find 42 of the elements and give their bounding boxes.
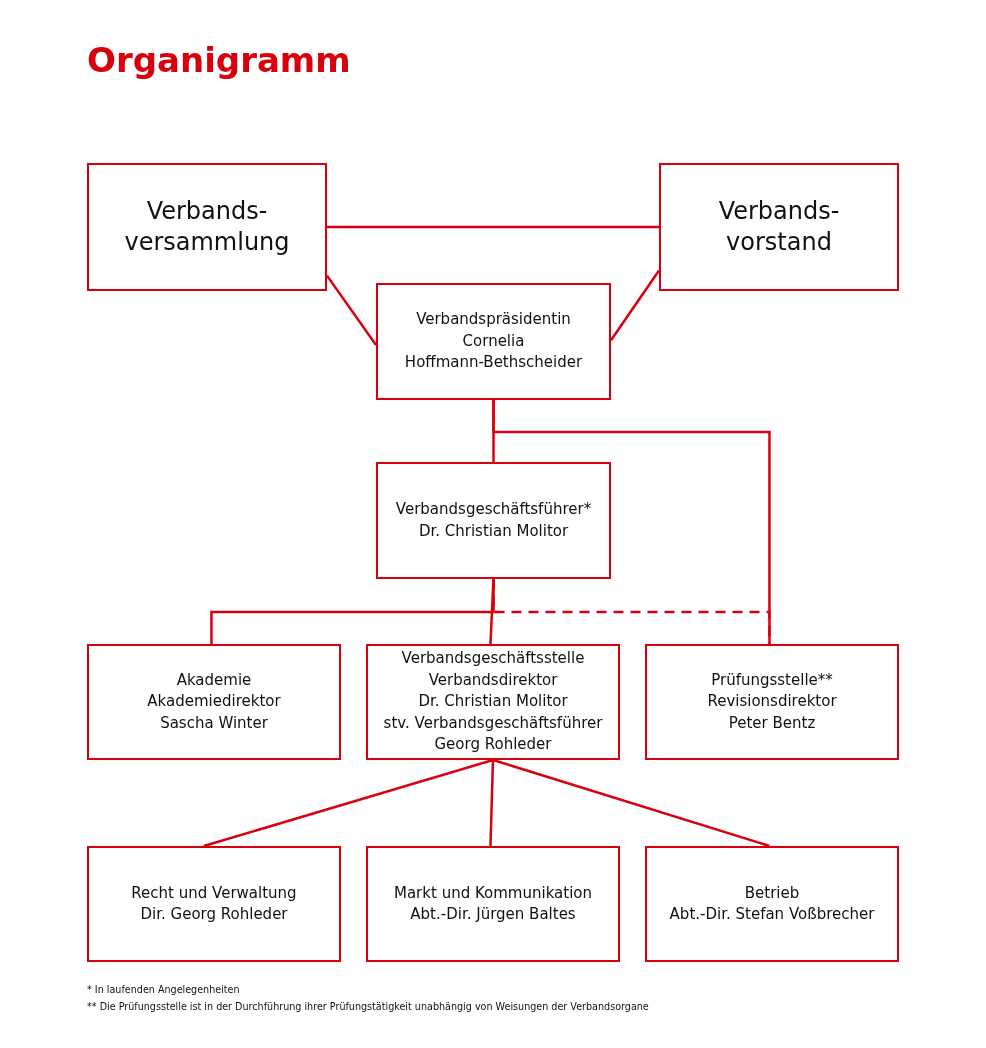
connector-line [492, 400, 771, 644]
org-unit-label: Dr. Christian Molitor [418, 691, 568, 713]
org-unit-label: Akademie [176, 669, 252, 691]
org-unit-box [376, 283, 611, 400]
org-unit-box [645, 644, 899, 760]
org-unit-label: Peter Bentz [728, 712, 816, 734]
connector-line [203, 758, 494, 848]
footnote: ** Die Prüfungsstelle ist in der Durchführung ihrer Prüfungstätigkeit unabhängig von Weisungen der Verbandsorgane [87, 1001, 649, 1012]
org-unit-box [87, 644, 341, 760]
org-unit-label: Verbandsdirektor [428, 669, 558, 691]
org-unit-label: Verbandsgeschäftsführer* [395, 499, 592, 520]
org-unit-label: Verbandsgeschäftsstelle [401, 648, 585, 670]
org-unit-box [645, 846, 899, 962]
org-unit-label: Betrieb [744, 882, 800, 904]
org-unit-box [659, 163, 899, 291]
org-unit-label: stv. Verbandsgeschäftsführer [383, 712, 603, 734]
org-unit-box [87, 163, 327, 291]
org-unit-box [87, 846, 341, 962]
org-unit-label: Akademiedirektor [147, 691, 281, 713]
connector-line [492, 758, 770, 848]
org-unit-label: Revisionsdirektor [707, 691, 837, 713]
org-unit-label: Sascha Winter [160, 712, 268, 734]
org-unit-label: Recht und Verwaltung [131, 882, 297, 904]
org-unit-label: Cornelia Hoffmann-Bethscheider [403, 330, 584, 374]
org-unit-label: Verbands- vorstand [717, 196, 841, 258]
org-unit-label: Dr. Christian Molitor [418, 520, 569, 542]
org-unit-label: Georg Rohleder [434, 734, 552, 756]
org-unit-label: Verbandspräsidentin [416, 309, 571, 331]
connector-line [327, 225, 659, 229]
diagram-title: Organigramm [87, 40, 351, 80]
org-unit-label: Abt.-Dir. Jürgen Baltes [410, 904, 576, 925]
org-unit-box [366, 644, 620, 760]
org-unit-box [366, 846, 620, 962]
dashed-connector-line [492, 579, 771, 644]
footnote: * In laufenden Angelegenheiten [87, 984, 240, 995]
org-unit-label: Abt.-Dir. Stefan Voßbrecher [669, 904, 875, 925]
org-unit-label: Markt und Kommunikation [394, 882, 592, 904]
connector-line [489, 759, 495, 847]
org-unit-label: Prüfungsstelle** [711, 669, 833, 691]
org-unit-label: Dir. Georg Rohleder [140, 904, 288, 925]
org-unit-label: Verbands- versammlung [123, 196, 291, 258]
org-unit-box [376, 462, 611, 579]
